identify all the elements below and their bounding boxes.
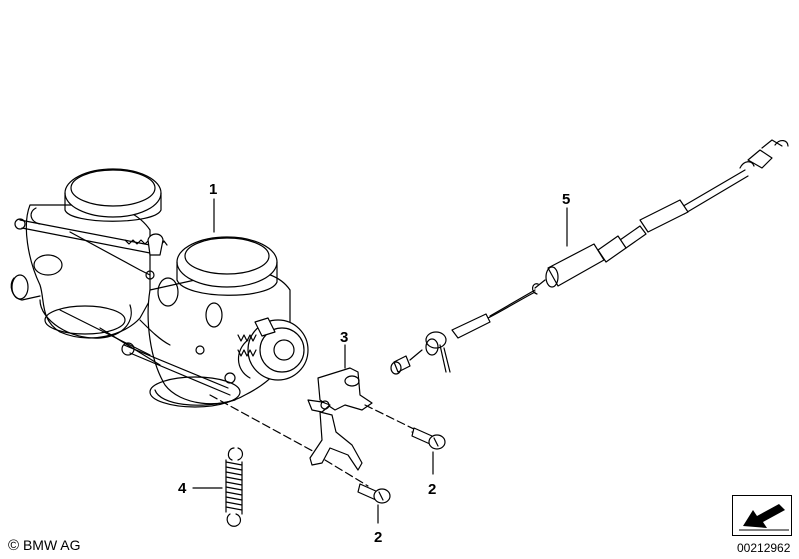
callout-4: 4: [178, 480, 187, 497]
callout-1: 1: [209, 181, 217, 198]
callout-3: 3: [340, 329, 348, 346]
arrow-down-left-icon: [739, 504, 789, 531]
copyright-icon: ©: [8, 537, 20, 554]
lever-bracket: [307, 367, 373, 471]
copyright-text: BMW AG: [22, 537, 81, 553]
screw-upper: [411, 427, 446, 450]
callout-5: 5: [562, 191, 570, 208]
navigation-arrow-box[interactable]: [732, 495, 792, 536]
copyright-notice: © BMW AG: [8, 537, 81, 554]
tension-spring: [225, 447, 244, 527]
diagram-id: 00212962: [737, 541, 791, 555]
screw-lower: [357, 483, 391, 504]
callout-2-upper: 2: [428, 481, 436, 498]
callout-2-lower: 2: [374, 529, 382, 546]
throttle-cable: [390, 139, 789, 375]
throttle-body-assembly: [10, 168, 309, 408]
